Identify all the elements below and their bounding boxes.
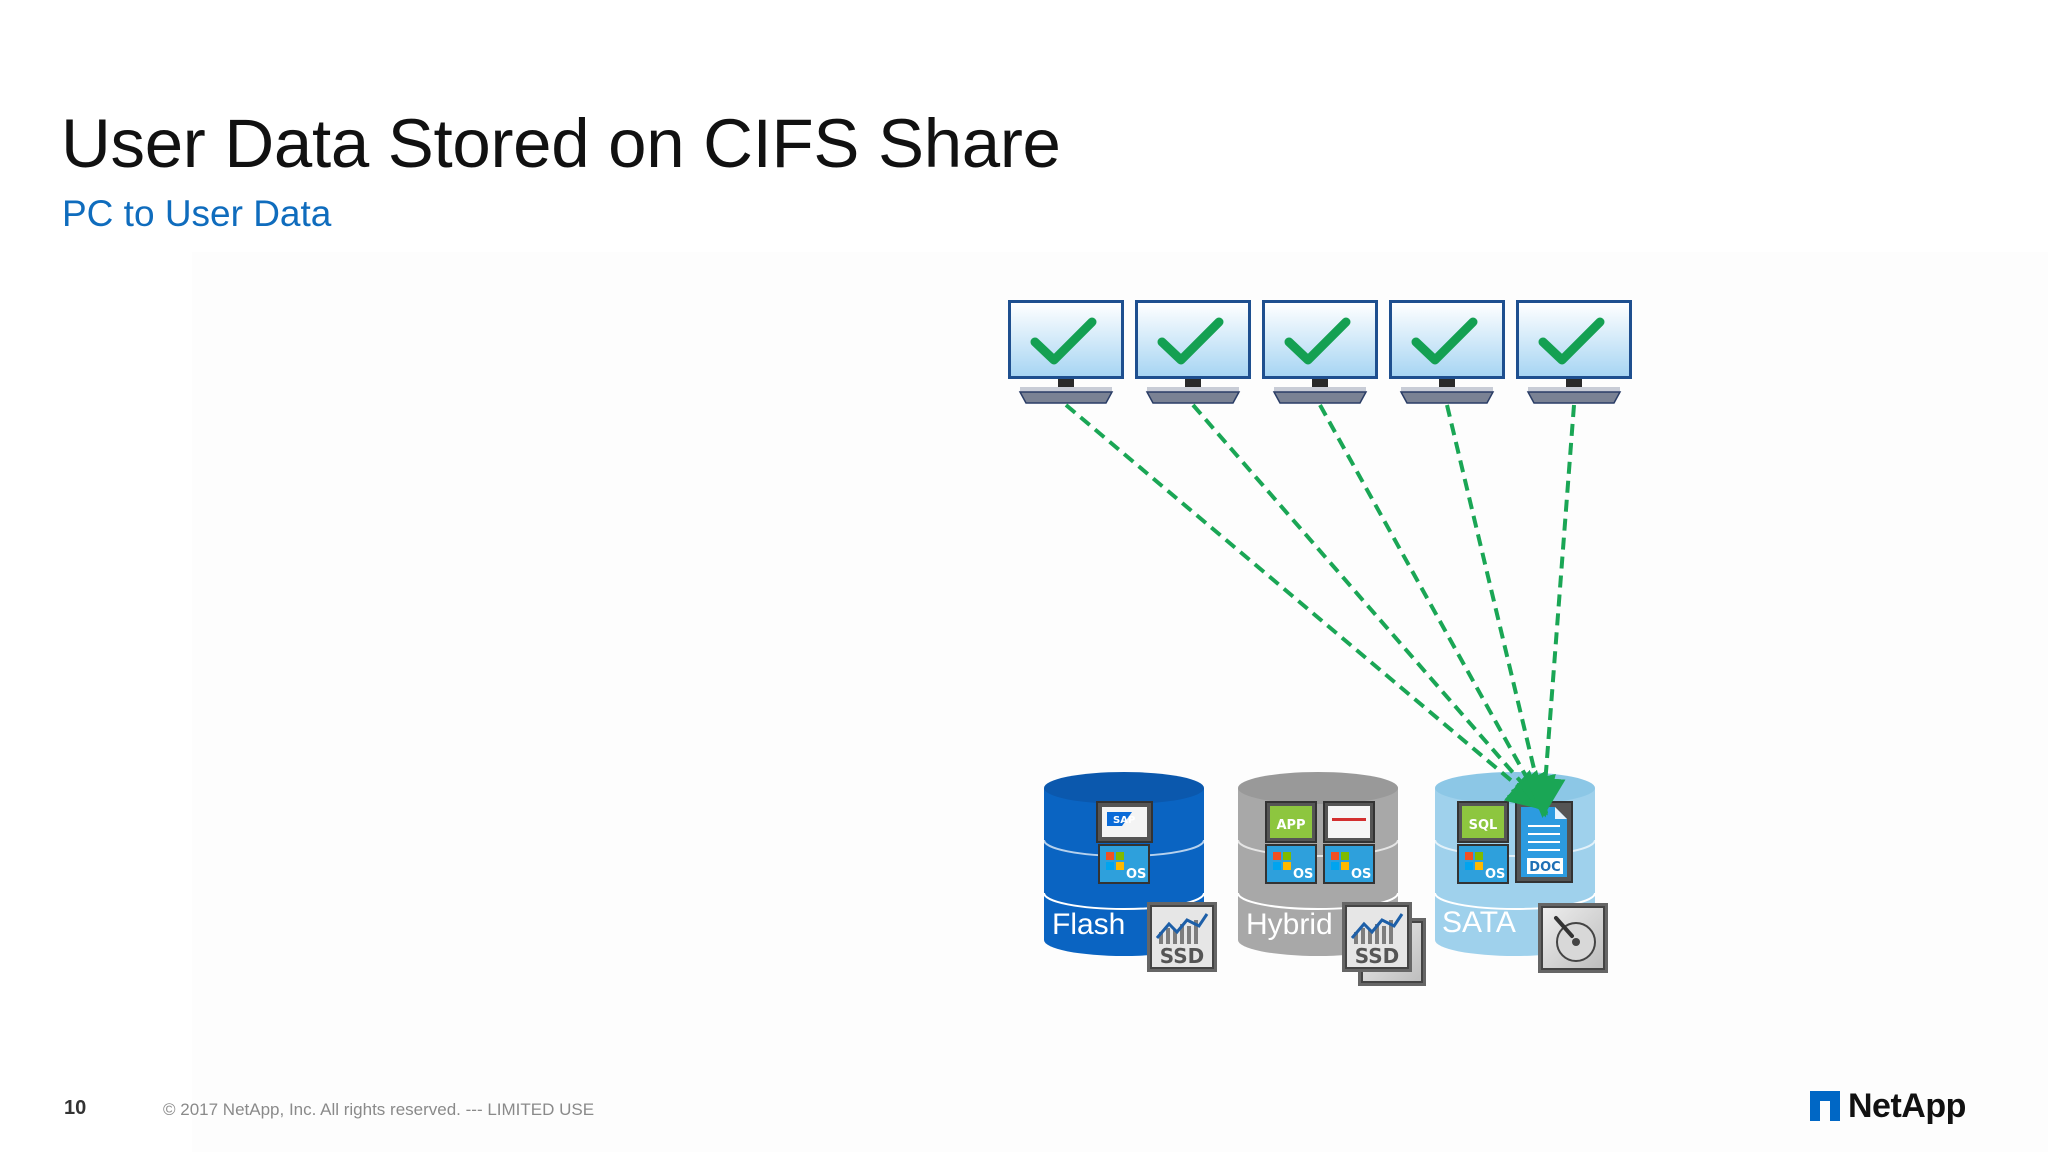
document-icon: DOC [1515, 801, 1573, 883]
os-badge [1457, 844, 1509, 884]
sql-badge: SQL [1457, 801, 1509, 843]
page-number: 10 [64, 1097, 87, 1119]
page-title: User Data Stored on CIFS Share [61, 105, 1061, 182]
ssd-icon [1340, 900, 1414, 974]
sata-label: SATA [1442, 906, 1516, 939]
os-badge [1265, 844, 1317, 884]
flash-label: Flash [1052, 908, 1125, 941]
client-pc-3 [1262, 300, 1378, 403]
copyright-text: © 2017 NetApp, Inc. All rights reserved.… [163, 1100, 595, 1119]
slide-background [192, 252, 2048, 1152]
hybrid-label: Hybrid [1246, 908, 1333, 941]
storage-hybrid: APP Hybrid [1237, 772, 1426, 986]
os-badge [1098, 844, 1150, 884]
client-pc-4 [1389, 300, 1505, 403]
netapp-logo: NetApp [1810, 1086, 1966, 1126]
storage-flash: SAP Flash [1043, 772, 1219, 974]
client-pc-2 [1135, 300, 1251, 403]
logo-text: NetApp [1848, 1086, 1966, 1125]
page-subtitle: PC to User Data [62, 193, 332, 234]
svg-text:SQL: SQL [1469, 818, 1498, 833]
client-pc-1 [1008, 300, 1124, 403]
hdd-icon [1538, 903, 1608, 973]
oracle-badge [1323, 801, 1375, 843]
ssd-icon [1145, 900, 1219, 974]
app-badge: APP [1265, 801, 1317, 843]
svg-text:DOC: DOC [1529, 860, 1560, 875]
storage-sata: SQL DOC SATA [1434, 772, 1608, 973]
os-badge [1323, 844, 1375, 884]
svg-text:APP: APP [1276, 818, 1305, 833]
netapp-logo-icon [1810, 1091, 1840, 1121]
client-pc-5 [1516, 300, 1632, 403]
connection-lines [1064, 403, 1576, 818]
sap-badge: SAP [1096, 801, 1153, 843]
svg-text:SAP: SAP [1113, 815, 1135, 826]
